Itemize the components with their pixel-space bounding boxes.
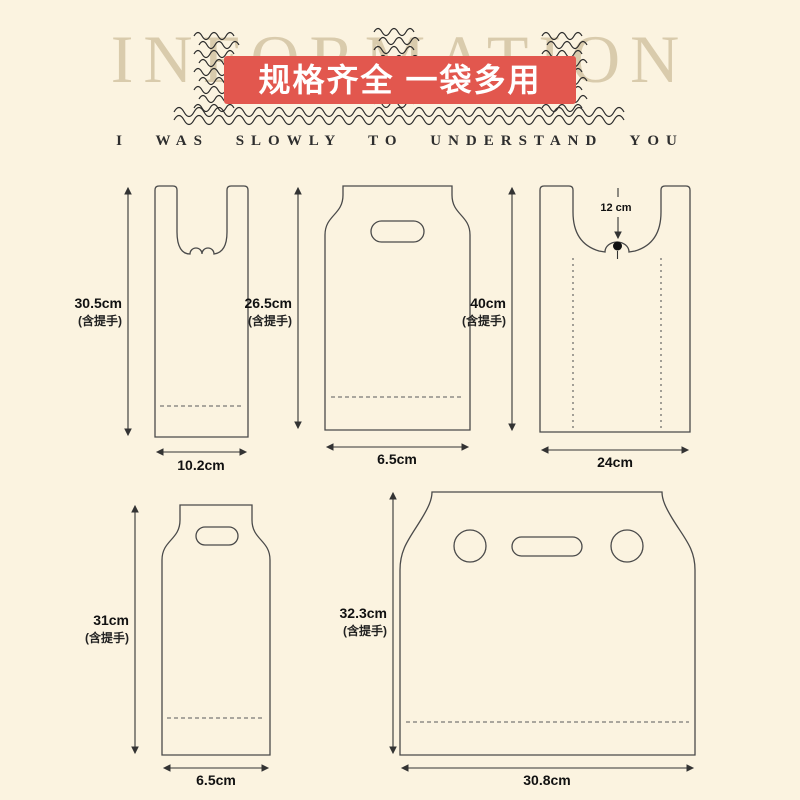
- bag-vest-large-outline: [539, 185, 691, 433]
- bag-vest-large-width-label: 24cm: [597, 454, 633, 470]
- bag-wide-tote: 32.3cm (含提手) 30.8cm: [340, 491, 696, 788]
- bag-vest-large-height-label: 40cm: [470, 295, 506, 311]
- bag-diecut-tall-handle-cutout: [195, 526, 239, 546]
- bag-wide-tote-height-note: (含提手): [343, 623, 387, 638]
- bag-wide-tote-handle-cutout: [511, 536, 583, 557]
- bag-diecut-tall-width-label: 6.5cm: [196, 772, 236, 788]
- bag-vest-small: 30.5cm (含提手) 10.2cm: [75, 185, 249, 473]
- bag-diecut-tall: 31cm (含提手) 6.5cm: [85, 504, 271, 788]
- bag-diecut-small: 26.5cm (含提手) 6.5cm: [245, 185, 471, 467]
- bag-wide-tote-height-label: 32.3cm: [340, 605, 387, 621]
- bag-wide-tote-width-label: 30.8cm: [523, 772, 570, 788]
- bag-wide-tote-hole-right: [610, 529, 644, 563]
- bag-vest-large: 12 cm 40cm (含提手) 24cm: [462, 185, 691, 470]
- bag-diecut-small-height-note: (含提手): [248, 313, 292, 328]
- bag-vest-small-width-label: 10.2cm: [177, 457, 224, 473]
- bag-diecut-small-width-label: 6.5cm: [377, 451, 417, 467]
- title-banner: 规格齐全 一袋多用: [224, 56, 576, 104]
- bag-diecut-tall-height-note: (含提手): [85, 630, 129, 645]
- bag-diecut-small-height-label: 26.5cm: [245, 295, 292, 311]
- bag-wide-tote-hole-left: [453, 529, 487, 563]
- bag-diecut-small-handle-cutout: [370, 220, 425, 243]
- bag-vest-large-handle-label: 12 cm: [600, 202, 631, 214]
- bag-vest-large-height-note: (含提手): [462, 313, 506, 328]
- bag-vest-large-snap-dot: [613, 241, 622, 251]
- bag-diecut-tall-outline: [161, 504, 271, 756]
- bag-vest-small-outline: [154, 185, 249, 438]
- subtitle-text: I WAS SLOWLY TO UNDERSTAND YOU: [116, 133, 684, 149]
- bag-wide-tote-outline: [399, 491, 696, 756]
- bag-vest-small-height-label: 30.5cm: [75, 295, 122, 311]
- bag-vest-small-height-note: (含提手): [78, 313, 122, 328]
- bag-diecut-tall-height-label: 31cm: [93, 612, 129, 628]
- bag-diecut-small-outline: [324, 185, 471, 431]
